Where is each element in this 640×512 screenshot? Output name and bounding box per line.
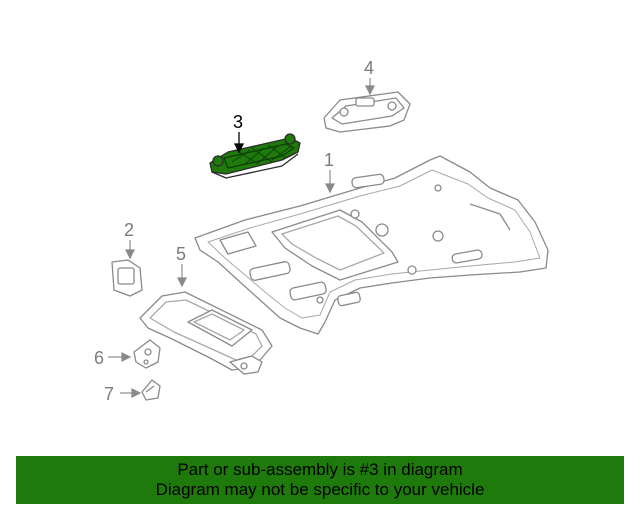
leader-lines	[108, 78, 375, 398]
callout-7: 7	[104, 384, 114, 404]
sun-visor-part-5[interactable]	[139, 291, 273, 375]
leader-line-main	[233, 132, 245, 154]
parts-diagram: 1 2 3 4 5 6 7	[94, 58, 549, 404]
small-clip-part-7[interactable]	[141, 379, 161, 401]
callout-4: 4	[364, 58, 374, 78]
footer-line-disclaimer: Diagram may not be specific to your vehi…	[155, 480, 485, 499]
callout-3: 3	[233, 112, 243, 132]
callout-1: 1	[324, 150, 334, 170]
callout-5: 5	[176, 244, 186, 264]
headliner-part-1[interactable]	[194, 155, 549, 335]
footer-line-part-info: Part or sub-assembly is #3 in diagram	[177, 460, 463, 479]
visor-bracket-part-6[interactable]	[133, 339, 161, 369]
callout-2: 2	[124, 220, 134, 240]
dome-lamp-part-4[interactable]	[323, 91, 411, 133]
visor-clip-part-2[interactable]	[111, 259, 143, 297]
footer-banner: Part or sub-assembly is #3 in diagram Di…	[16, 456, 624, 504]
reading-lamp-part-3[interactable]	[209, 133, 301, 179]
callout-6: 6	[94, 348, 104, 368]
